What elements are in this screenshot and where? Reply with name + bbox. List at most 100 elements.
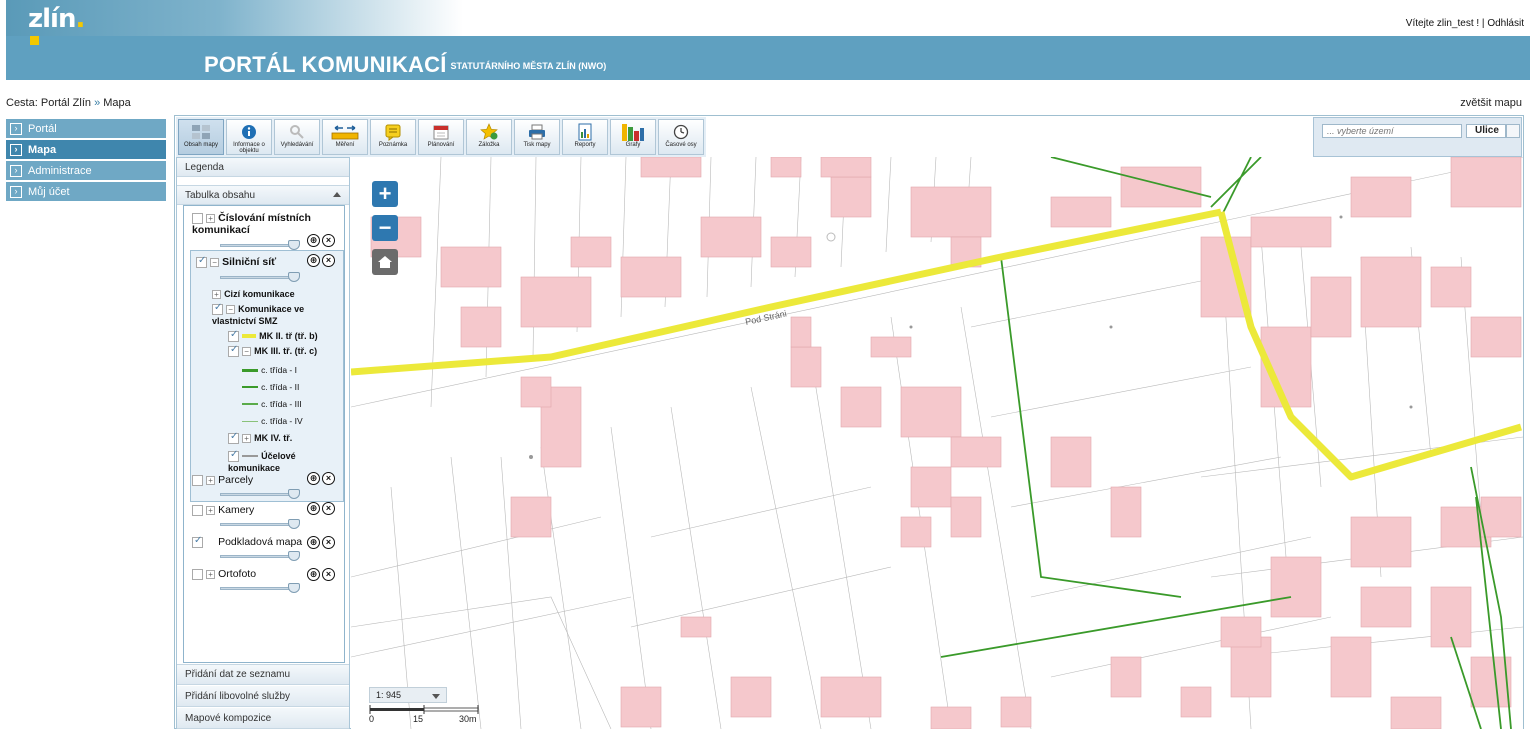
welcome-user: Vítejte zlin_test ! [1405,18,1480,29]
remove-layer-icon[interactable]: × [322,502,335,515]
zoom-to-layer-icon[interactable]: ⊕ [307,502,320,515]
layer-checkbox[interactable] [192,212,203,224]
opacity-slider[interactable] [220,519,300,529]
slider-thumb[interactable] [288,489,300,499]
zoom-to-layer-icon[interactable]: ⊕ [307,472,320,485]
layer-checkbox[interactable] [228,344,239,357]
remove-layer-icon[interactable]: × [322,472,335,485]
collapse-minus-icon[interactable]: − [242,346,252,356]
add-service-header[interactable]: Přidání libovolné služby [177,686,349,707]
search-extra-button[interactable] [1506,124,1520,138]
layer-checkbox[interactable] [192,504,203,516]
territory-search-input[interactable] [1322,124,1462,138]
remove-layer-icon[interactable]: × [322,568,335,581]
breadcrumb-home-link[interactable]: Portál Zlín [40,97,91,109]
layer-label: Ortofoto [218,568,257,580]
opacity-slider[interactable] [220,583,300,593]
layer-checkbox[interactable] [196,255,207,268]
legend-header[interactable]: Legenda [177,158,349,177]
home-icon [378,256,392,268]
nav-item-portal[interactable]: ›Portál [6,119,166,138]
zoom-to-layer-icon[interactable]: ⊕ [307,254,320,267]
layer-checkbox[interactable] [228,329,239,342]
slider-thumb[interactable] [288,519,300,529]
layer-cizi-komunikace: + Cizí komunikace [212,288,295,300]
slider-thumb[interactable] [288,240,300,250]
layer-label: Podkladová mapa [218,536,303,548]
compositions-header[interactable]: Mapové kompozice [177,708,349,729]
tool-planning[interactable]: Plánování [418,119,464,155]
layer-controls: ⊕× [307,502,335,515]
layer-checkbox[interactable] [192,535,203,548]
layer-checkbox[interactable] [192,474,203,486]
zoom-in-button[interactable]: + [372,181,398,207]
zoom-to-layer-icon[interactable]: ⊕ [307,234,320,247]
zoom-to-layer-icon[interactable]: ⊕ [307,568,320,581]
expand-plus-icon[interactable]: + [206,213,216,223]
tool-charts[interactable]: Grafy [610,119,656,155]
nav-item-administrace[interactable]: ›Administrace [6,161,166,180]
zlin-logo[interactable]: zlín. [28,4,85,34]
toc-header[interactable]: Tabulka obsahu [177,185,349,205]
remove-layer-icon[interactable]: × [322,254,335,267]
tool-bookmark[interactable]: Záložka [466,119,512,155]
tool-print[interactable]: Tisk mapy [514,119,560,155]
logout-link[interactable]: Odhlásit [1487,18,1524,29]
map-toolbar: Obsah mapy Informace o objektu Vyhledává… [176,117,706,157]
collapse-caret-icon[interactable] [333,192,341,197]
expand-plus-icon[interactable]: + [206,569,216,579]
layer-checkbox[interactable] [228,449,239,462]
expand-plus-icon[interactable]: + [212,289,221,299]
layer-checkbox[interactable] [192,568,203,580]
slider-thumb[interactable] [288,272,300,282]
nav-item-muj-ucet[interactable]: ›Můj účet [6,182,166,201]
tool-timelines[interactable]: Časové osy [658,119,704,155]
zoom-out-button[interactable]: − [372,215,398,241]
map-canvas[interactable]: Pod Stráni + − [351,157,1523,729]
tool-note[interactable]: Poznámka [370,119,416,155]
tool-measure[interactable]: Měření [322,119,368,155]
layer-checkbox[interactable] [228,431,239,444]
scale-bar: 0 15 30m [369,705,479,725]
legend-label: c. třída - I [261,365,297,375]
expand-plus-icon[interactable]: + [206,475,216,485]
scale-tick-30: 30m [459,714,477,724]
street-button[interactable]: Ulice [1466,124,1506,138]
opacity-slider[interactable] [220,551,300,561]
home-extent-button[interactable] [372,249,398,275]
zoom-to-layer-icon[interactable]: ⊕ [307,536,320,549]
expand-plus-icon[interactable]: + [206,505,216,515]
remove-layer-icon[interactable]: × [322,234,335,247]
minus-icon: − [378,215,392,240]
opacity-slider[interactable] [220,272,300,282]
header: zlín. Vítejte zlin_test ! | Odhlásit POR… [6,0,1530,80]
chevron-right-icon: › [10,143,22,156]
add-data-header[interactable]: Přidání dat ze seznamu [177,664,349,685]
collapse-minus-icon[interactable]: − [210,257,220,267]
calendar-icon [433,125,449,140]
buildings [370,157,1522,729]
tool-label: Obsah mapy [183,142,219,148]
remove-layer-icon[interactable]: × [322,536,335,549]
tool-map-content[interactable]: Obsah mapy [178,119,224,155]
nav-label: Administrace [28,164,92,177]
tool-search[interactable]: Vyhledávání [274,119,320,155]
opacity-slider[interactable] [220,240,300,250]
chevron-right-icon: › [10,185,22,198]
tool-label: Reporty [574,142,596,148]
scale-select[interactable]: 1: 945 [369,687,447,703]
expand-plus-icon[interactable]: + [242,433,252,443]
slider-thumb[interactable] [288,551,300,561]
layer-ortofoto: + Ortofoto [192,568,256,580]
tool-object-info[interactable]: Informace o objektu [226,119,272,155]
layer-cislovani: + Číslování místních komunikací [192,212,342,236]
ruler-icon [331,125,359,140]
slider-thumb[interactable] [288,583,300,593]
nav-item-mapa[interactable]: ›Mapa [6,140,166,159]
layer-checkbox[interactable] [212,302,223,315]
opacity-slider[interactable] [220,489,300,499]
enlarge-map-link[interactable]: zvětšit mapu [1460,97,1522,109]
collapse-minus-icon[interactable]: − [226,304,236,314]
tool-reports[interactable]: Reporty [562,119,608,155]
